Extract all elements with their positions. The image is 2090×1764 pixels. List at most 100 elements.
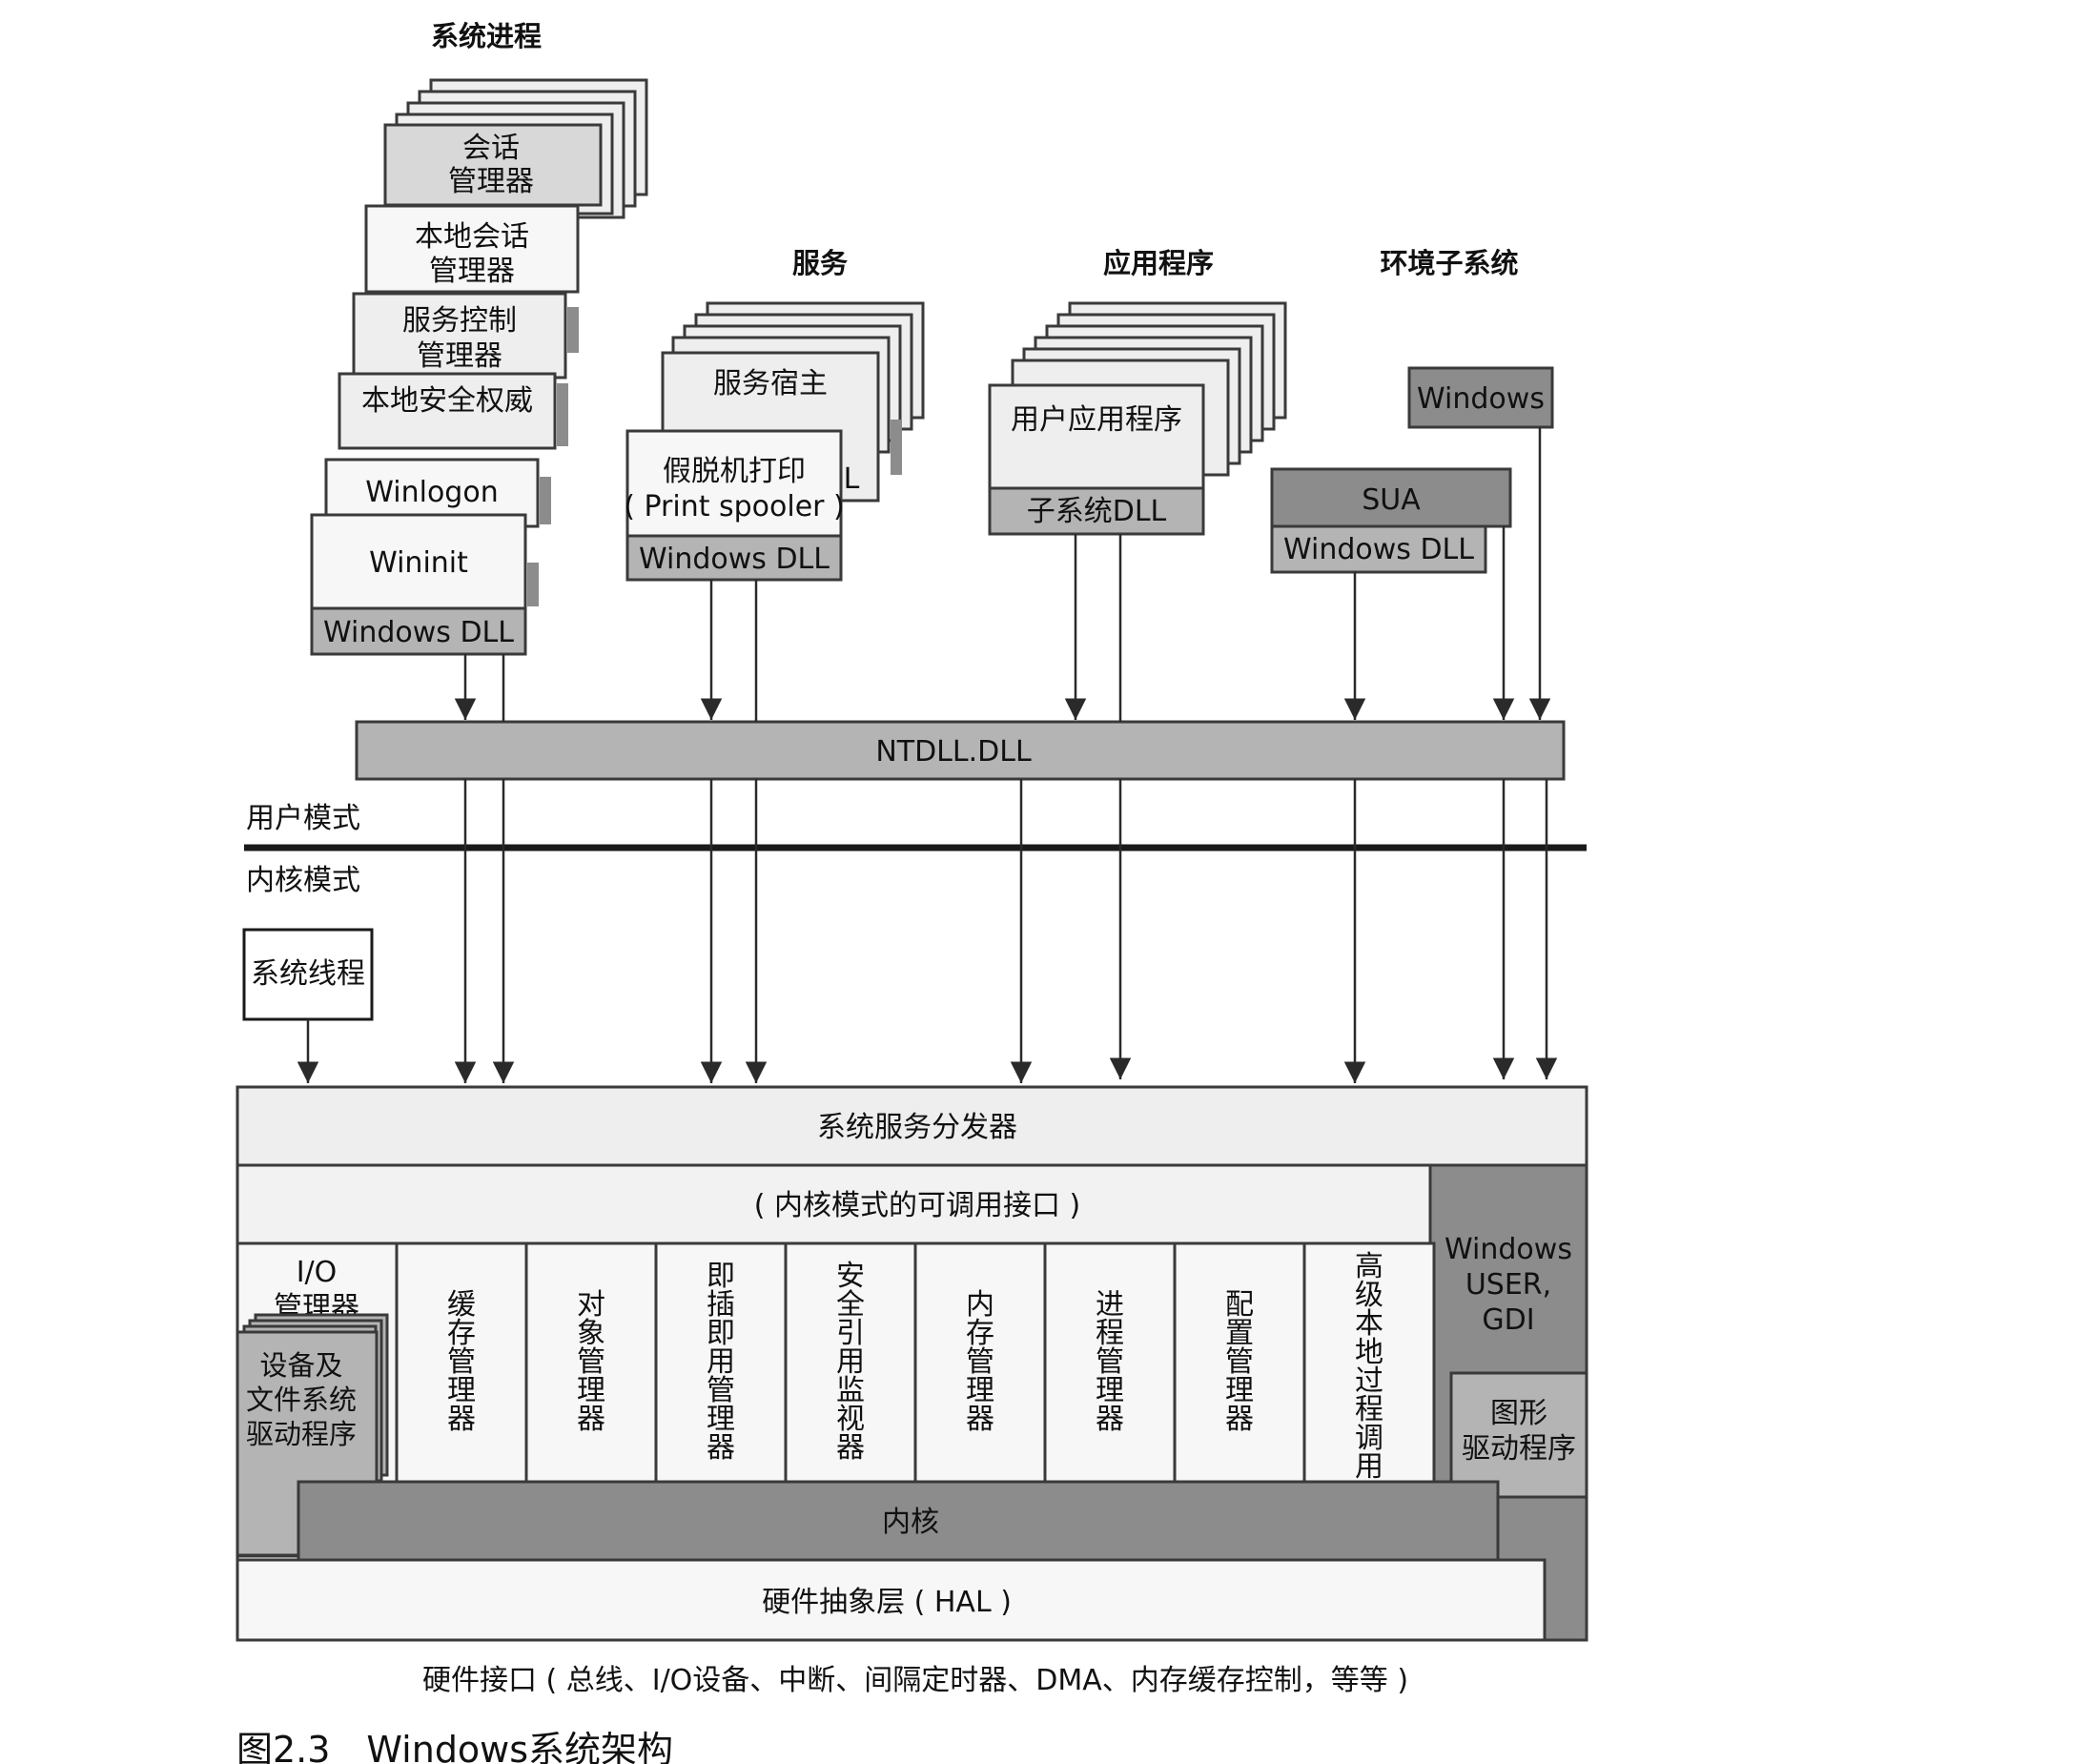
lsa-label: 本地安全权威 [361,384,533,418]
io-manager-label-1: I/O [297,1256,338,1289]
environment-subsystems-group: Windows SUA Windows DLL [1270,366,1554,574]
process-manager-label-char: 管 [1096,1345,1124,1379]
alpc-manager-label-char: 程 [1355,1393,1383,1426]
service-control-manager-label-1: 服务控制 [402,304,517,338]
memory-manager-label-char: 管 [966,1345,994,1379]
config-manager-label-char: 理 [1225,1374,1254,1407]
applications-stack: 用户应用程序 子系统DLL [988,301,1287,536]
local-session-manager-box [364,204,580,294]
local-session-manager-label-2: 管理器 [429,255,515,288]
system-service-dispatcher-label: 系统服务分发器 [817,1111,1017,1144]
lsa-box [338,372,557,450]
local-session-manager-label-1: 本地会话 [415,220,529,254]
object-manager-label-char: 理 [577,1374,605,1407]
process-manager-label-char: 理 [1096,1374,1124,1407]
cache-manager-label-char: 缓 [447,1288,476,1322]
security-manager-label-char: 安 [836,1260,865,1293]
subsystem-dll-box [988,486,1205,536]
alpc-manager-box [1302,1241,1436,1484]
security-manager-label-char: 引 [836,1317,865,1350]
session-manager-label-2: 管理器 [448,165,534,198]
session-manager-label-1: 会话 [462,132,520,165]
pnp-manager-label-char: 器 [707,1431,735,1465]
user-mode-label: 用户模式 [246,802,360,835]
process-manager-label-char: 进 [1096,1288,1124,1322]
kernel-box [297,1480,1500,1562]
alpc-manager-label-char: 过 [1355,1364,1383,1398]
security-manager-label-char: 用 [836,1345,865,1379]
environment-dll-label: Windows DLL [1283,533,1474,566]
wininit-box [310,513,527,610]
alpc-manager-label-char: 调 [1355,1422,1383,1455]
memory-manager-label-char: 器 [966,1403,994,1436]
call-arrows [297,427,1558,1083]
kernel-callable-interface-label: ( 内核模式的可调用接口 ) [754,1189,1080,1222]
pnp-manager-label-char: 即 [707,1317,735,1350]
device-drivers-label-3: 驱动程序 [246,1418,357,1450]
windows-subsystem-box [1407,366,1554,429]
ntdll-label: NTDLL.DLL [875,735,1032,769]
services-dll-box [625,534,843,582]
pnp-manager-label-char: 管 [707,1374,735,1407]
device-drivers-label-2: 文件系统 [246,1384,357,1416]
config-manager-label-char: 置 [1225,1317,1254,1350]
cache-manager-label-char: 管 [447,1345,476,1379]
config-manager-label-char: 器 [1225,1403,1254,1436]
alpc-manager-label-char: 本 [1355,1307,1383,1341]
system-threads-label: 系统线程 [251,957,365,991]
heading-applications: 应用程序 [1103,247,1214,279]
wininit-label: Wininit [369,546,468,580]
alpc-manager-label-char: 高 [1355,1250,1383,1283]
user-application-box [988,383,1205,490]
winlogon-label: Winlogon [365,476,498,509]
win32k-label-3: GDI [1482,1303,1534,1337]
graphics-drivers-box [1449,1371,1588,1499]
security-manager-label-char: 器 [836,1431,865,1465]
kernel-label: 内核 [882,1506,939,1539]
figure-caption: 图2.3 Windows系统架构 [236,1729,673,1764]
cache-manager-box [395,1241,528,1484]
hal-box [236,1558,1547,1642]
config-manager-label-char: 管 [1225,1345,1254,1379]
process-manager-box [1043,1241,1177,1484]
kernel-callable-interface-box [236,1163,1432,1245]
memory-manager-box [913,1241,1047,1484]
subsystem-dll-label: 子系统DLL [1027,495,1167,528]
object-manager-label-char: 管 [577,1345,605,1379]
kernel-mode-label: 内核模式 [246,864,360,897]
system-processes-dll-box [310,606,527,656]
hardware-interfaces-label: 硬件接口 ( 总线、I/O设备、中断、间隔定时器、DMA、内存缓存控制，等等 ) [422,1664,1408,1697]
alpc-manager-label-char: 地 [1355,1336,1383,1369]
security-manager-label-char: 全 [836,1288,865,1322]
device-drivers-label-1: 设备及 [259,1349,342,1382]
ntdll-bar [355,720,1566,781]
service-control-manager-label-2: 管理器 [417,339,502,373]
windows-subsystem-label: Windows [1417,382,1545,416]
pnp-manager-label-char: 理 [707,1403,735,1436]
executive-components: 缓存管理器对象管理器即插即用管理器安全引用监视器内存管理器进程管理器配置管理器高… [395,1241,1436,1484]
security-manager-label-char: 视 [836,1403,865,1436]
process-manager-label-char: 器 [1096,1403,1124,1436]
win32k-label-1: Windows [1445,1233,1572,1266]
services-stack: 服务宿主 L 假脱机打印 ( Print spooler ) Windows D… [624,301,925,582]
environment-dll-box [1270,524,1487,574]
object-manager-label-char: 对 [577,1288,605,1322]
graphics-drivers-label-2: 驱动程序 [1462,1432,1576,1466]
heading-services: 服务 [792,247,848,279]
heading-system-processes: 系统进程 [431,20,542,52]
services-dll-label: Windows DLL [639,543,830,576]
hal-label: 硬件抽象层 ( HAL ) [762,1586,1012,1619]
service-host-hidden-fragment: L [844,462,860,496]
cache-manager-label-char: 理 [447,1374,476,1407]
system-processes-stack: 会话 管理器 本地会话 管理器 服务控制 管理器 本地安全权威 Winlogon… [310,78,648,656]
system-processes-dll-label: Windows DLL [323,616,514,649]
user-application-label: 用户应用程序 [1011,403,1182,437]
cache-manager-label-char: 存 [447,1317,476,1350]
object-manager-label-char: 器 [577,1403,605,1436]
memory-manager-label-char: 内 [966,1288,994,1322]
process-manager-label-char: 程 [1096,1317,1124,1350]
pnp-manager-label-char: 用 [707,1345,735,1379]
win32k-label-2: USER, [1465,1268,1551,1302]
print-spooler-box [625,429,843,538]
cache-manager-label-char: 器 [447,1403,476,1436]
